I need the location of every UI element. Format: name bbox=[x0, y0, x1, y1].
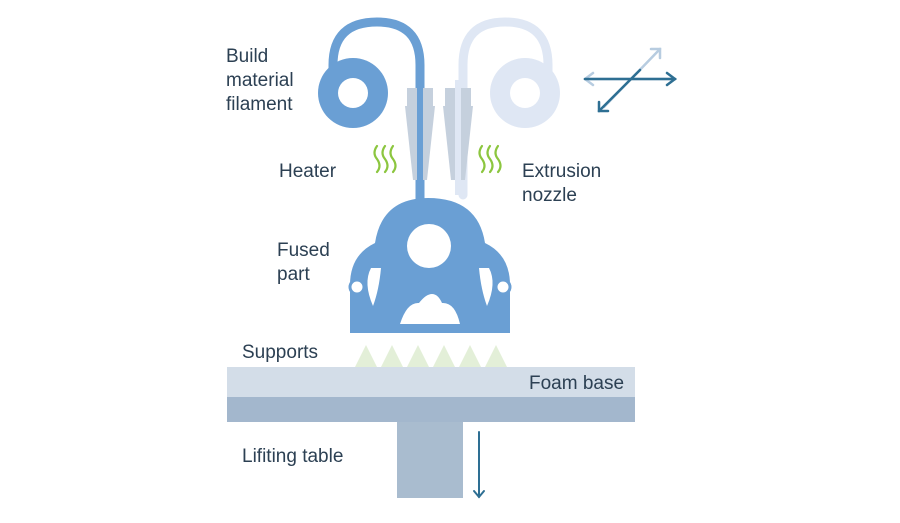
label-foam-base: Foam base bbox=[529, 373, 624, 394]
fused-part bbox=[348, 198, 512, 333]
filament-label-line-2: material bbox=[226, 70, 294, 91]
foam-base bbox=[227, 367, 635, 397]
build-filament-path bbox=[328, 17, 425, 215]
build-material-spool bbox=[318, 17, 425, 215]
label-lifting-table: Lifiting table bbox=[242, 446, 343, 467]
fused-part-label-line-1: Fused bbox=[277, 240, 330, 261]
label-fused-part: Fused part bbox=[277, 240, 335, 285]
supports bbox=[354, 345, 508, 369]
nozzle-label-line-2: nozzle bbox=[522, 185, 577, 206]
secondary-filament-spool bbox=[458, 17, 560, 200]
filament-label-line-1: Build bbox=[226, 46, 268, 67]
label-build-material-filament: Build material filament bbox=[226, 46, 299, 115]
filament-label-line-3: filament bbox=[226, 94, 293, 115]
xy-motion-arrows-icon bbox=[582, 47, 678, 113]
label-supports: Supports bbox=[242, 342, 318, 363]
arrow-down-icon bbox=[473, 431, 485, 499]
lifting-table-stem bbox=[397, 422, 463, 498]
label-heater: Heater bbox=[279, 161, 337, 182]
fused-part-label-line-2: part bbox=[277, 264, 310, 285]
secondary-filament-path bbox=[458, 17, 553, 200]
heat-waves-icon bbox=[373, 144, 502, 174]
nozzle-label-line-1: Extrusion bbox=[522, 161, 601, 182]
label-extrusion-nozzle: Extrusion nozzle bbox=[522, 161, 606, 206]
extrusion-nozzles bbox=[405, 80, 473, 210]
base-plate bbox=[227, 397, 635, 422]
